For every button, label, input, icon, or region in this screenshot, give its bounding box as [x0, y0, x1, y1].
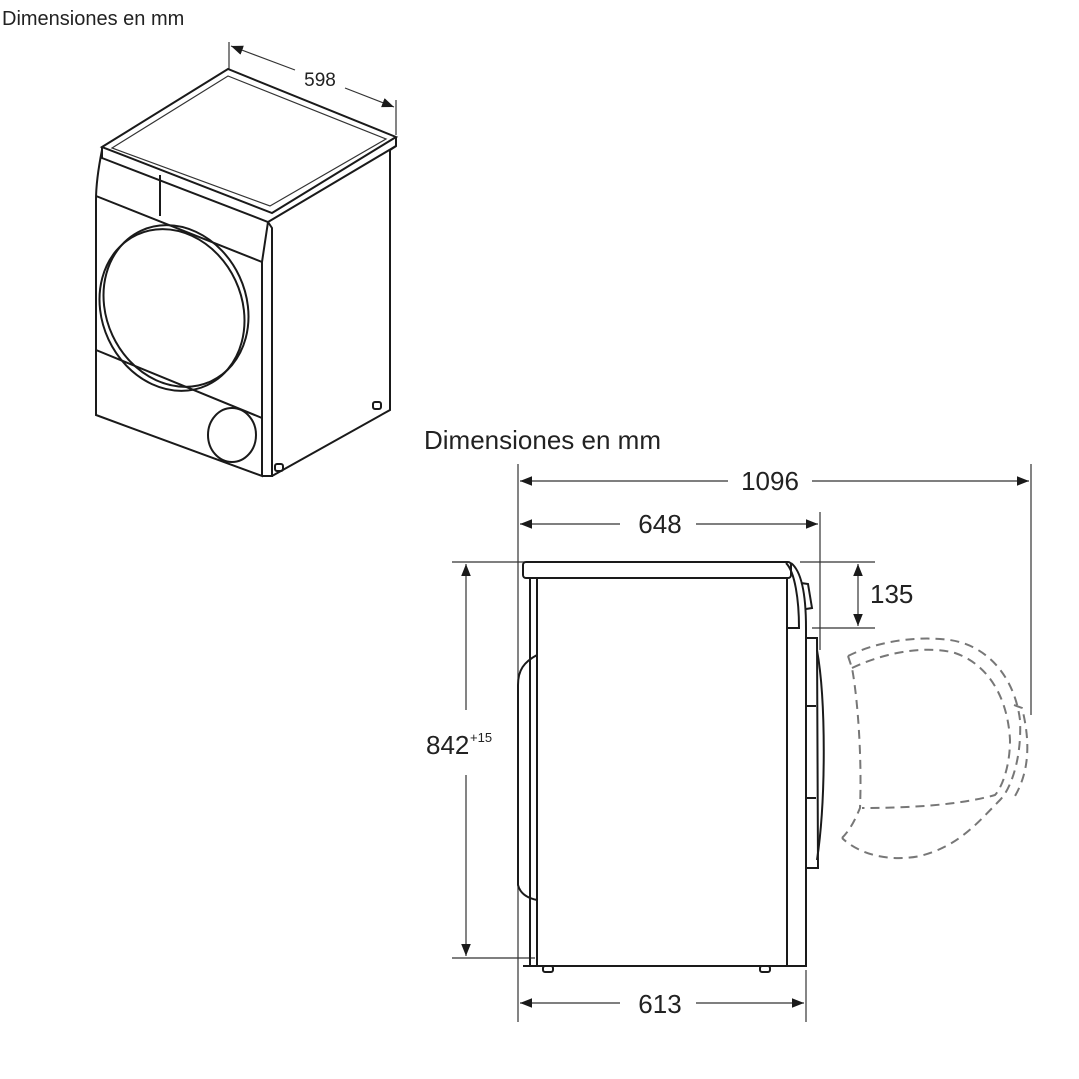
body-depth-label: 613 — [638, 989, 681, 1019]
height-label: 842 — [426, 730, 469, 760]
door-open-outline — [841, 637, 1029, 860]
panel-height-label: 135 — [870, 579, 913, 609]
dryer-isometric-drawing: 598 — [95, 42, 399, 478]
depth-with-door-label: 648 — [638, 509, 681, 539]
height-tolerance-label: +15 — [470, 730, 492, 745]
width-dimension-line — [230, 45, 296, 71]
dryer-side-drawing: 1096 648 135 842 +15 613 — [426, 464, 1032, 1022]
width-label: 598 — [304, 70, 336, 91]
door-closed — [806, 637, 820, 869]
total-depth-label: 1096 — [741, 466, 799, 496]
filter-cover — [207, 407, 257, 463]
door-porthole — [98, 228, 246, 392]
iso-view-title: Dimensiones en mm — [2, 8, 185, 30]
side-view-title: Dimensiones en mm — [424, 425, 661, 455]
